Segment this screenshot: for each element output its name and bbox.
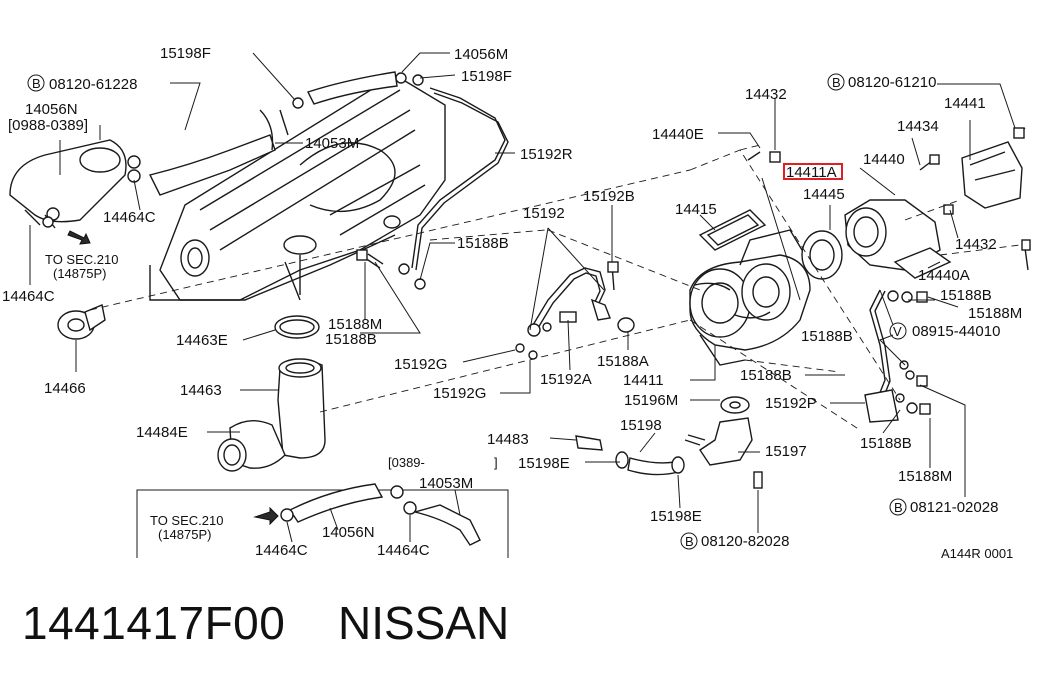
callout-15188A: 15188A	[597, 353, 649, 370]
intake-manifold-drawing	[9, 71, 509, 472]
highlighted-part-box	[783, 163, 843, 180]
part-number-caption: 1441417F00	[22, 597, 286, 649]
callout-15197: 15197	[765, 443, 807, 460]
callout-15188M-c: 15188M	[898, 468, 952, 485]
callout-14440A: 14440A	[918, 267, 970, 284]
callout-08120-82028: 08120-82028	[701, 533, 789, 550]
callout-15188B-b: 15188B	[325, 331, 377, 348]
callout-08915-44010: 08915-44010	[912, 323, 1000, 340]
bolt-symbol-2: B	[832, 75, 841, 90]
callout-14483: 14483	[487, 431, 529, 448]
callout-14441: 14441	[944, 95, 986, 112]
callout-14415: 14415	[675, 201, 717, 218]
bolt-symbol-1: B	[32, 76, 41, 91]
callout-15192G-b: 15192G	[433, 385, 486, 402]
callout-14411A: 14411A	[786, 164, 837, 181]
callout-15192R: 15192R	[520, 146, 573, 163]
callout-15192A: 15192A	[540, 371, 592, 388]
callout-08120-61228: 08120-61228	[49, 76, 137, 93]
callout-08120-61210: 08120-61210	[848, 74, 936, 91]
callout-15198E-b: 15198E	[650, 508, 702, 525]
callout-15188B-c: 15188B	[940, 287, 992, 304]
variant-detail-box	[136, 483, 509, 558]
callout-14056M: 14056M	[454, 46, 508, 63]
callout-range-a: [0988-0389]	[8, 117, 88, 134]
callout-15188B-f: 15188B	[860, 435, 912, 452]
callout-to-sec-b: TO SEC.210	[150, 513, 223, 528]
callout-15198F-b: 15198F	[461, 68, 512, 85]
callout-14440E: 14440E	[652, 126, 704, 143]
callout-14411: 14411	[623, 372, 664, 389]
callout-14464C-b: 14464C	[2, 288, 55, 305]
callout-15198: 15198	[620, 417, 662, 434]
bolt-symbol-4: B	[685, 534, 694, 549]
to-section-arrow	[67, 230, 91, 245]
callout-14464C-a: 14464C	[103, 209, 156, 226]
callout-08121-02028: 08121-02028	[910, 499, 998, 516]
callout-15188M-b: 15188M	[968, 305, 1022, 322]
callout-14432-b: 14432	[955, 236, 997, 253]
callout-14466: 14466	[44, 380, 86, 397]
callout-14463: 14463	[180, 382, 222, 399]
bolt-symbol-3: B	[894, 500, 903, 515]
washer-symbol: V	[893, 324, 902, 339]
callout-range-b: [0389-	[388, 455, 425, 470]
callout-15188B-a: 15188B	[457, 235, 509, 252]
callout-15192G-a: 15192G	[394, 356, 447, 373]
callout-to-sec-a2: (14875P)	[53, 266, 106, 281]
callout-14445: 14445	[803, 186, 845, 203]
callout-14434: 14434	[897, 118, 939, 135]
callout-14053M-a: 14053M	[305, 135, 359, 152]
callout-14463E: 14463E	[176, 332, 228, 349]
callout-14484E: 14484E	[136, 424, 188, 441]
fastener-symbols: B B V B B	[27, 73, 907, 550]
callout-15188B-d: 15188B	[801, 328, 853, 345]
callout-range-b-end: ]	[494, 455, 498, 470]
callout-14440: 14440	[863, 151, 905, 168]
callout-15198E-a: 15198E	[518, 455, 570, 472]
callout-15192P: 15192P	[765, 395, 817, 412]
callout-14056N: 14056N	[25, 101, 78, 118]
callout-15188M-a: 15188M	[328, 316, 382, 333]
callout-15192: 15192	[523, 205, 565, 222]
callout-14056N-b: 14056N	[322, 524, 375, 541]
callout-15188B-e: 15188B	[740, 367, 792, 384]
leader-lines	[29, 52, 1016, 543]
brand-caption: NISSAN	[338, 597, 510, 649]
callout-14464C-c: 14464C	[255, 542, 308, 559]
part-callouts: 08120-61228 15198F 14056M 15198F 14056N …	[2, 45, 1022, 561]
callout-14432-a: 14432	[745, 86, 787, 103]
callout-14053M-b: 14053M	[419, 475, 473, 492]
callout-15196M: 15196M	[624, 392, 678, 409]
turbocharger-drawing	[515, 127, 1031, 489]
callout-to-sec-a: TO SEC.210	[45, 252, 118, 267]
drawing-code: A144R 0001	[941, 546, 1013, 561]
callout-to-sec-b2: (14875P)	[158, 527, 211, 542]
callout-15192B: 15192B	[583, 188, 635, 205]
callout-14464C-d: 14464C	[377, 542, 430, 559]
callout-15198F-a: 15198F	[160, 45, 211, 62]
